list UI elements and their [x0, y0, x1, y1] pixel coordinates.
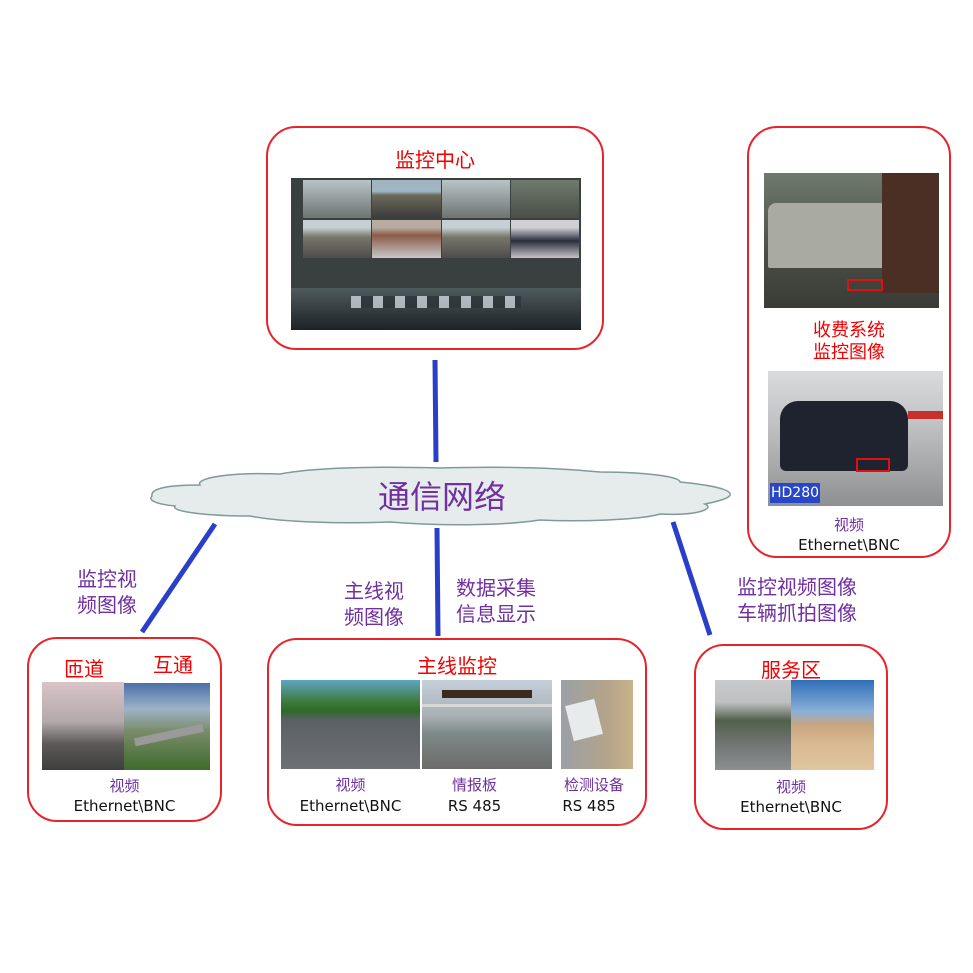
monitoring-center-box: 监控中心: [266, 126, 604, 350]
detector-interface-label: RS 485: [562, 797, 616, 815]
vms-gantry-photo: [422, 680, 552, 769]
line-center-to-cloud: [432, 359, 439, 463]
service-connection-label: 监控视频图像 车辆抓拍图像: [737, 575, 857, 625]
service-interface-label: Ethernet\BNC: [740, 798, 842, 816]
video-wall-photo: [291, 178, 581, 330]
line-cloud-to-mainline: [434, 527, 441, 637]
ramp-interface-label: Ethernet\BNC: [73, 797, 176, 815]
detector-media-label: 检测设备: [563, 776, 624, 794]
ramp-media-label: 视频: [109, 777, 140, 795]
service-area-building-photo: [791, 680, 874, 770]
toll-media-label: 视频: [833, 516, 864, 534]
mainline-video-media-label: 视频: [335, 776, 366, 794]
detector-device-photo: [561, 680, 633, 769]
service-area-parking-photo: [715, 680, 791, 770]
mainline-title: 主线监控: [417, 654, 497, 678]
interchange-title: 互通: [153, 653, 193, 677]
mainline-monitoring-box: 主线监控 视频 Ethernet\BNC 情报板 RS 485 检测设备 RS …: [267, 638, 647, 826]
highway-photo: [281, 680, 420, 769]
ramp-traffic-photo: [42, 682, 124, 770]
service-area-title: 服务区: [761, 658, 821, 682]
toll-system-title: 收费系统 监控图像: [813, 320, 885, 363]
ramp-title: 匝道: [64, 657, 104, 681]
monitoring-center-title: 监控中心: [395, 148, 475, 172]
mainline-video-label: 主线视 频图像: [344, 579, 404, 629]
plate-label: HD280: [770, 483, 820, 503]
service-area-box: 服务区 视频 Ethernet\BNC: [694, 644, 888, 830]
ramp-connection-label: 监控视 频图像: [77, 567, 137, 617]
toll-sedan-photo: HD280: [768, 371, 943, 506]
network-label: 通信网络: [378, 478, 507, 516]
toll-van-photo: [764, 173, 939, 308]
toll-system-box: 收费系统 监控图像 HD280 视频 Ethernet\BNC: [747, 126, 951, 558]
vms-interface-label: RS 485: [447, 797, 502, 815]
network-cloud-icon: [150, 466, 731, 526]
service-media-label: 视频: [775, 778, 806, 796]
ramp-interchange-box: 匝道 互通 视频 Ethernet\BNC: [27, 637, 222, 822]
toll-interface-label: Ethernet\BNC: [798, 536, 900, 554]
line-cloud-to-ramp: [139, 522, 218, 634]
mainline-data-label: 数据采集 信息显示: [456, 576, 536, 626]
interchange-photo: [124, 683, 210, 770]
line-cloud-to-service: [670, 521, 713, 636]
vms-media-label: 情报板: [451, 776, 497, 794]
mainline-video-interface-label: Ethernet\BNC: [299, 797, 402, 815]
